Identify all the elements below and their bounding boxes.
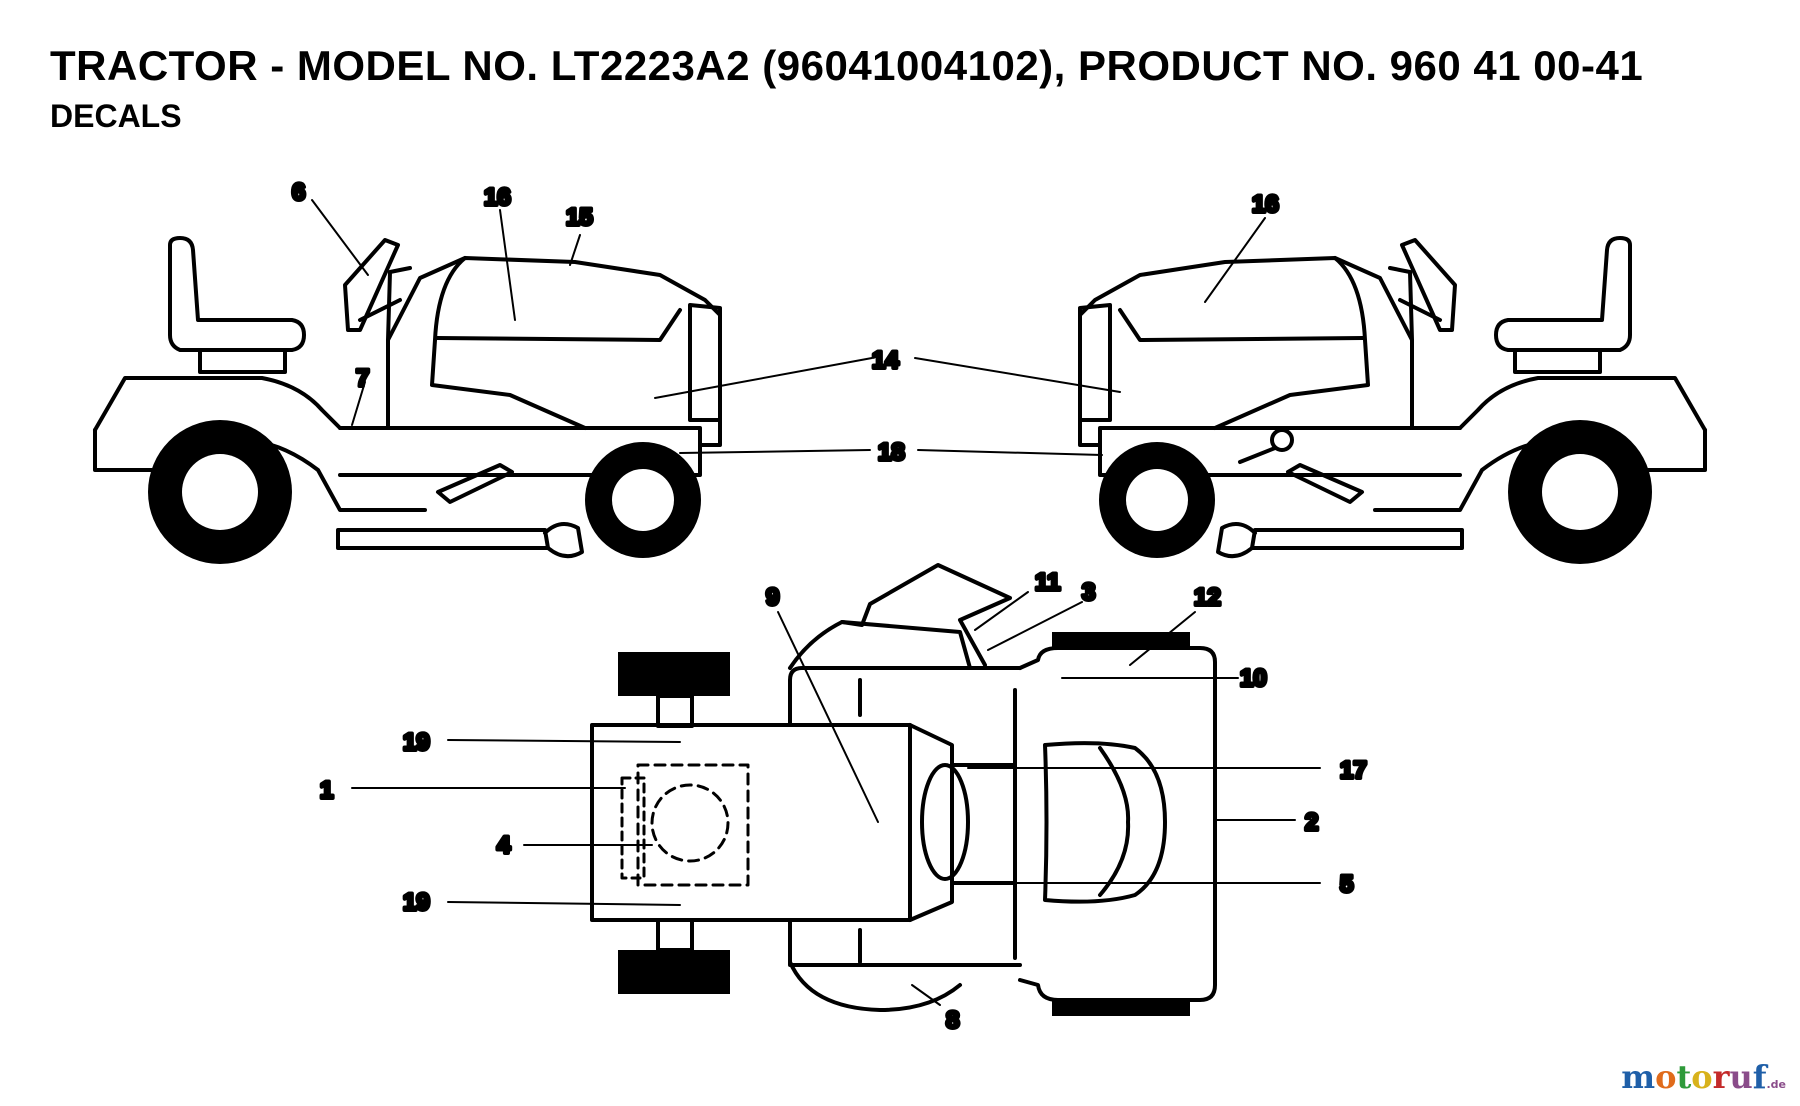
callout-10: 10 [1240, 665, 1267, 692]
watermark-letter: o [1691, 1058, 1713, 1096]
callout-16-right: 16 [1252, 191, 1279, 218]
watermark-letter: r [1712, 1058, 1730, 1096]
callout-19-bottom: 19 [403, 889, 430, 916]
watermark-letters: motoruf [1621, 1058, 1766, 1096]
callout-5: 5 [1340, 871, 1353, 898]
callout-leaders [311, 199, 1321, 1006]
tractor-left-side-view [93, 236, 722, 564]
callout-8: 8 [946, 1007, 959, 1034]
callout-11: 11 [1035, 569, 1060, 596]
tractor-top-view [590, 563, 1217, 1016]
watermark-letter: m [1621, 1058, 1656, 1096]
callout-19-top: 19 [403, 729, 430, 756]
callout-16-left: 16 [484, 184, 511, 211]
tractor-right-side-view [1078, 236, 1707, 564]
page-title: TRACTOR - MODEL NO. LT2223A2 (9604100410… [50, 42, 1644, 89]
callout-6: 6 [292, 179, 305, 206]
callout-15: 15 [566, 204, 593, 231]
callout-7: 7 [356, 365, 369, 392]
callout-18: 18 [878, 439, 905, 466]
watermark-letter: t [1676, 1058, 1692, 1096]
callout-2: 2 [1305, 809, 1318, 836]
watermark-letter: f [1752, 1058, 1767, 1096]
callout-17: 17 [1340, 757, 1367, 784]
callout-3: 3 [1082, 579, 1095, 606]
watermark-logo: motoruf.de [1621, 1058, 1786, 1096]
callout-9: 9 [766, 584, 779, 611]
callout-numbers: 6 16 15 7 14 18 16 9 11 3 12 10 17 2 5 8… [290, 177, 1369, 1036]
watermark-letter: o [1655, 1058, 1677, 1096]
watermark-suffix: .de [1766, 1078, 1786, 1091]
callout-1: 1 [320, 777, 333, 804]
callout-14: 14 [872, 347, 899, 374]
page-subtitle: DECALS [50, 98, 182, 134]
callout-12: 12 [1194, 584, 1221, 611]
watermark-letter: u [1729, 1058, 1753, 1096]
callout-4: 4 [497, 832, 511, 859]
